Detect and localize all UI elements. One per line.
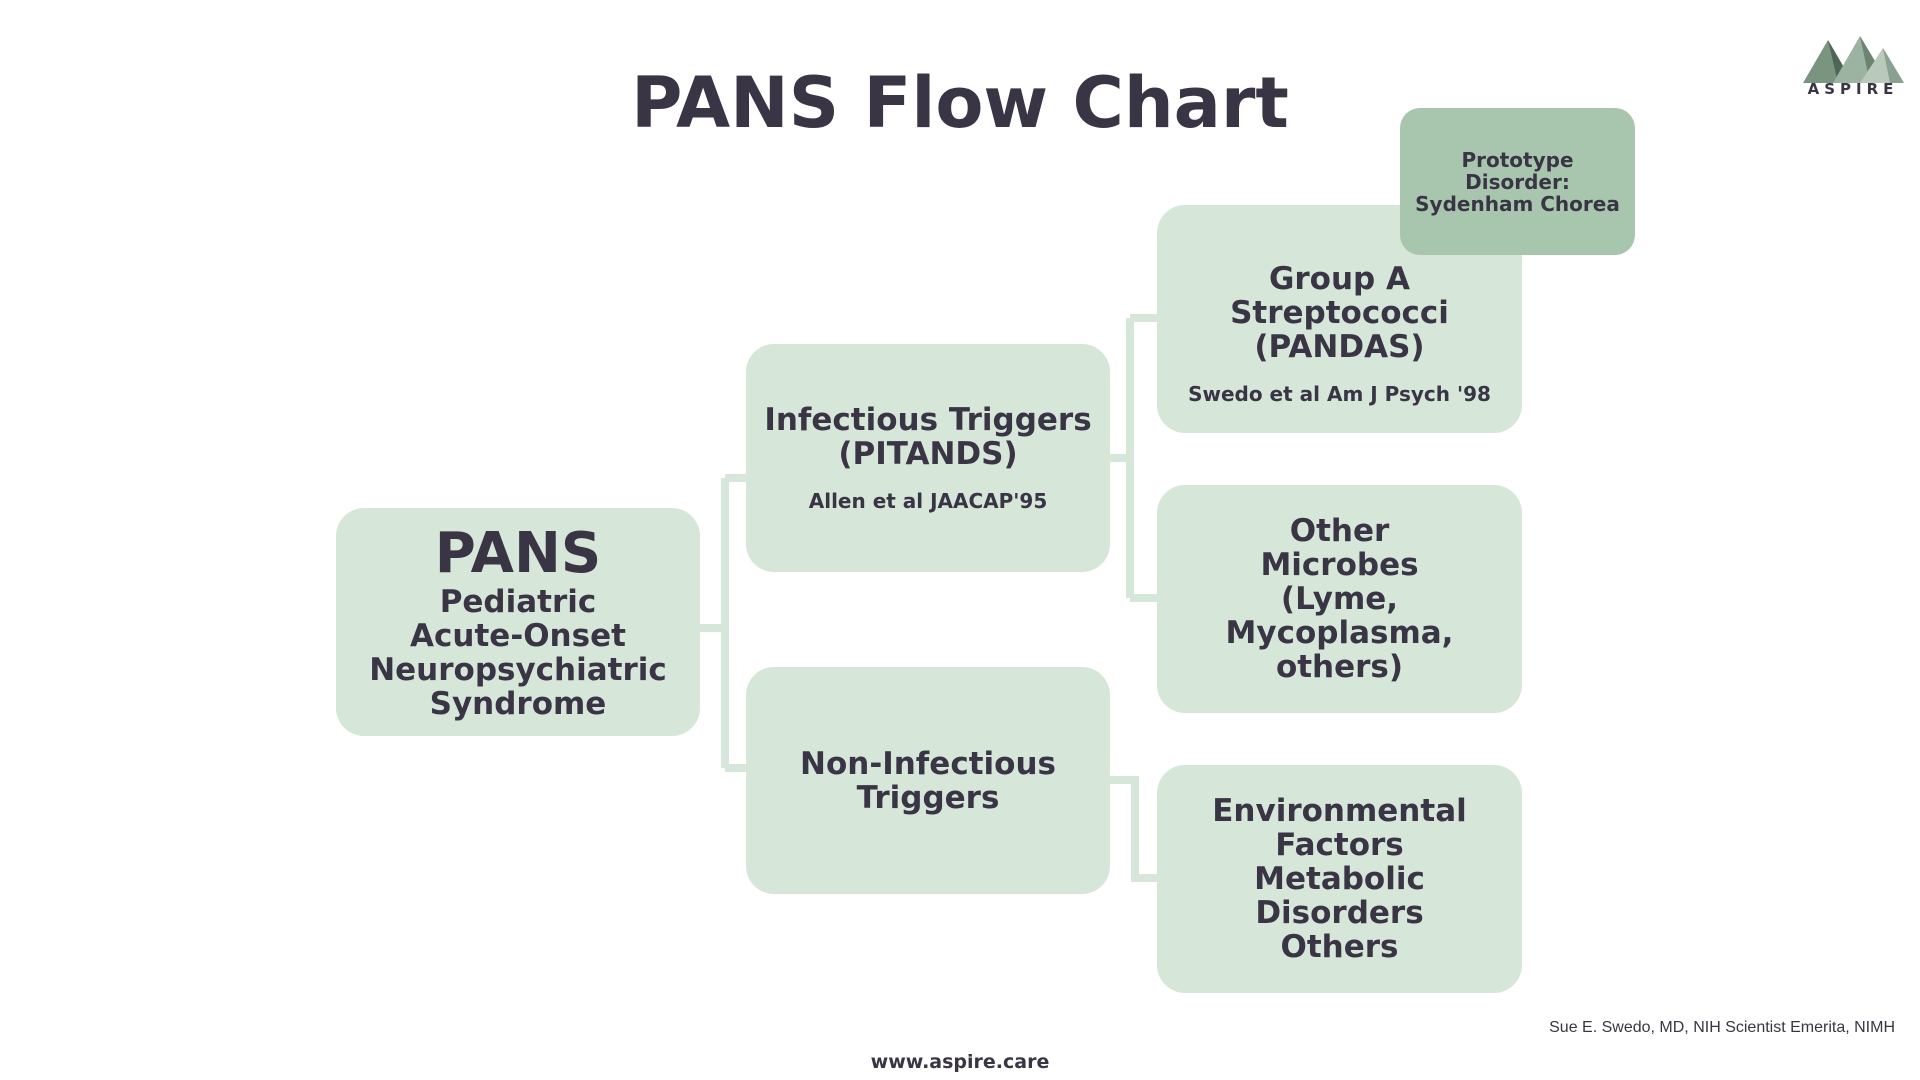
group-a-strep-citation: Swedo et al Am J Psych '98 — [1188, 382, 1491, 406]
group-a-strep-node: Group A Streptococci (PANDAS) Swedo et a… — [1157, 205, 1522, 433]
author-credit: Sue E. Swedo, MD, NIH Scientist Emerita,… — [1549, 1019, 1895, 1036]
prototype-disorder-node: Prototype Disorder: Sydenham Chorea — [1400, 108, 1635, 255]
slide-title: PANS Flow Chart — [631, 62, 1289, 144]
prototype-disorder-label: Prototype Disorder: Sydenham Chorea — [1415, 147, 1620, 216]
non-infectious-triggers-node: Non-Infectious Triggers — [746, 667, 1110, 894]
infectious-triggers-label: Infectious Triggers (PITANDS) — [764, 402, 1092, 472]
pans-acronym: PANS — [434, 521, 602, 586]
other-microbes-label: Other Microbes (Lyme, Mycoplasma, others… — [1225, 513, 1454, 685]
infectious-triggers-node: Infectious Triggers (PITANDS) Allen et a… — [746, 344, 1110, 572]
logo-text: ASPIRE — [1807, 80, 1899, 98]
environmental-factors-node: Environmental Factors Metabolic Disorder… — [1157, 765, 1522, 993]
pans-node: PANS Pediatric Acute-Onset Neuropsychiat… — [336, 508, 700, 736]
other-microbes-node: Other Microbes (Lyme, Mycoplasma, others… — [1157, 485, 1522, 713]
environmental-factors-label: Environmental Factors Metabolic Disorder… — [1212, 793, 1467, 965]
aspire-logo-icon — [1803, 36, 1904, 83]
group-a-strep-label: Group A Streptococci (PANDAS) — [1230, 261, 1449, 365]
footer-url: www.aspire.care — [870, 1051, 1050, 1073]
infectious-triggers-citation: Allen et al JAACAP'95 — [808, 489, 1048, 513]
non-infectious-triggers-label: Non-Infectious Triggers — [800, 745, 1056, 816]
pans-full-name: Pediatric Acute-Onset Neuropsychiatric S… — [369, 584, 667, 722]
